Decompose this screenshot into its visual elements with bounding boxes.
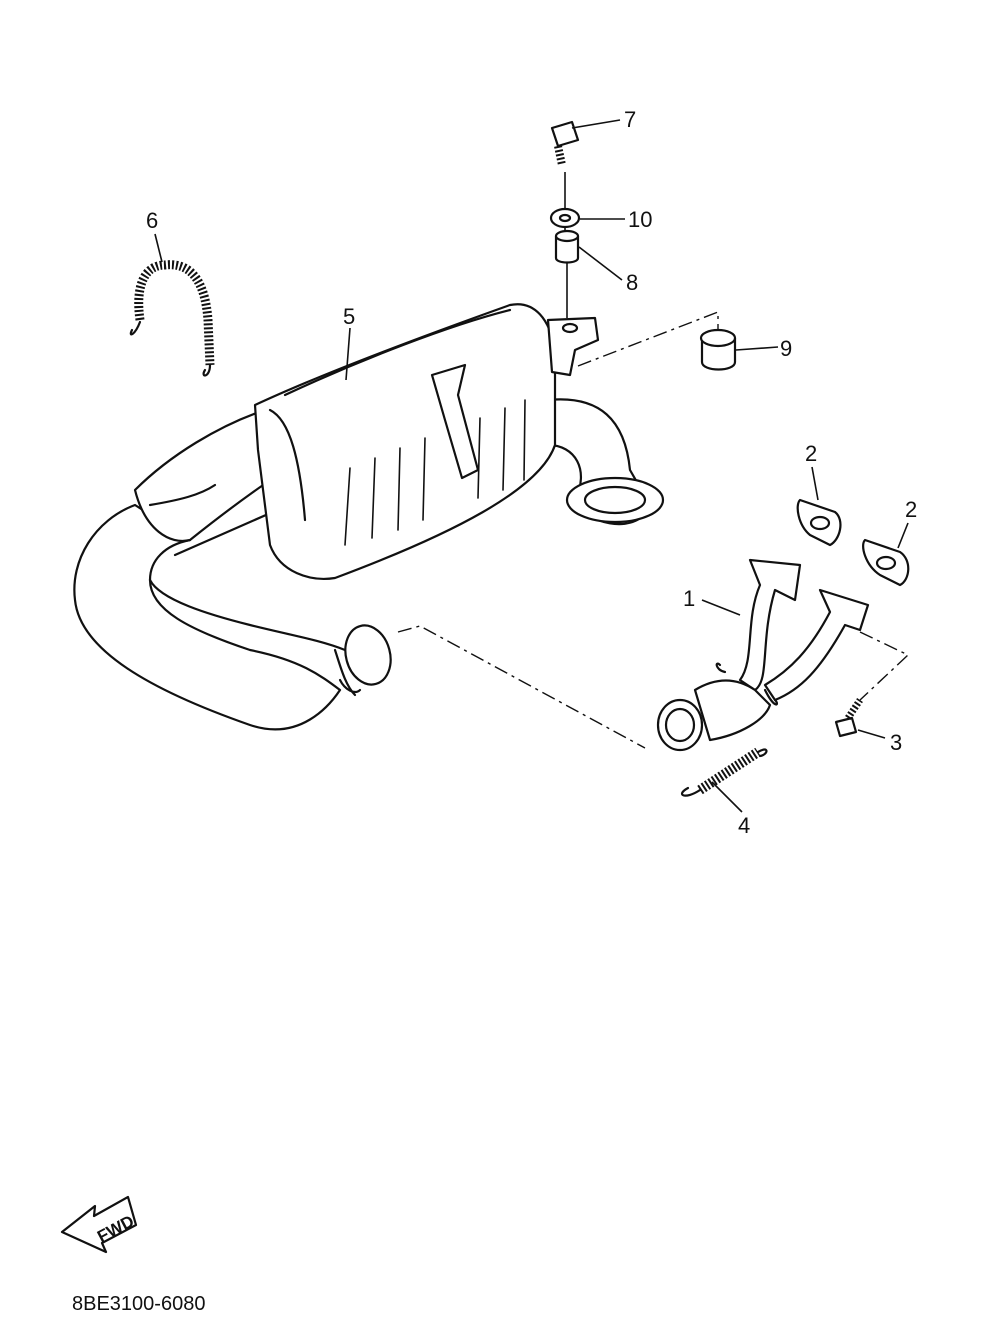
callout-2-left: 2: [805, 441, 817, 466]
bolt-part-7: [550, 120, 580, 166]
spring-part-4: [681, 747, 768, 797]
callout-6: 6: [146, 208, 158, 233]
callout-4: 4: [738, 813, 750, 838]
muffler-assembly: [73, 303, 665, 731]
coil-spring-part-6: [129, 260, 215, 377]
exhaust-pipe-part-1: [656, 558, 870, 752]
callout-8: 8: [626, 270, 638, 295]
callout-10: 10: [628, 207, 652, 232]
damper-part-9: [699, 328, 737, 371]
callout-1: 1: [683, 586, 695, 611]
washer-part-10: [549, 207, 581, 229]
leader-lines: [154, 119, 909, 813]
callout-7: 7: [624, 107, 636, 132]
callout-3: 3: [890, 730, 902, 755]
callout-5: 5: [343, 304, 355, 329]
fwd-arrow-icon: FWD: [60, 1195, 137, 1254]
callout-2-right: 2: [905, 497, 917, 522]
gasket-part-2-left: [796, 498, 842, 547]
drawing-code: 8BE3100-6080: [72, 1293, 205, 1315]
gasket-part-2-right: [862, 538, 910, 587]
collar-part-8: [554, 229, 580, 264]
bolt-part-3: [834, 698, 863, 738]
callout-9: 9: [780, 336, 792, 361]
